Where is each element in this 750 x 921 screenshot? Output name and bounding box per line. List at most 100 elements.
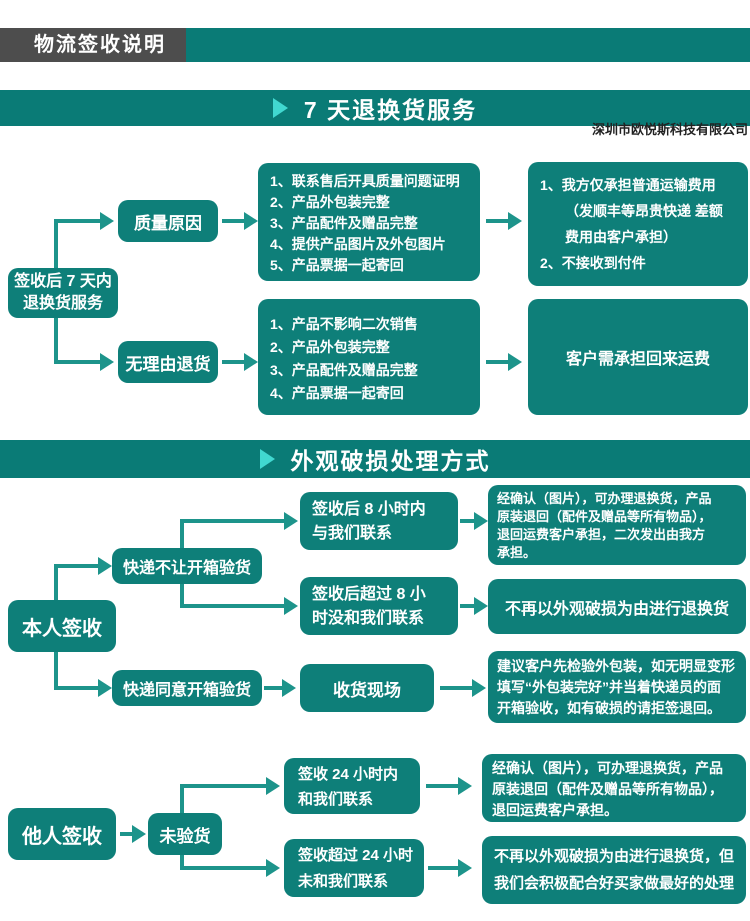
node-line: 未和我们联系 [298, 873, 389, 890]
quality-result-box: 1、我方仅承担普通运输费用 （发顺丰等昂贵快递 差额 费用由客户承担） 2、不接… [528, 162, 748, 286]
connector [54, 686, 98, 690]
arrow-right-icon [266, 859, 280, 877]
node-not-inspected: 未验货 [148, 813, 222, 855]
arrow-right-icon [282, 679, 296, 697]
connector [180, 519, 284, 523]
result-24h-box: 经确认（图片），可办理退换货，产品 原装退回（配件及赠品等所有物品）， 退回运费… [482, 754, 746, 822]
title-bar-accent [186, 28, 750, 62]
node-line: 签收后 8 小时内 [312, 501, 426, 518]
result-line: 费用由客户承担） [565, 229, 677, 245]
connector [180, 866, 266, 870]
node-7day-service: 签收后 7 天内 退换货服务 [8, 268, 118, 318]
arrow-right-icon [132, 825, 146, 843]
connector [264, 686, 282, 690]
node-contact-within-8h: 签收后 8 小时内 与我们联系 [300, 492, 458, 550]
node-contact-within-24h: 签收 24 小时内 和我们联系 [284, 758, 420, 814]
arrow-right-icon [508, 353, 522, 371]
section1-header: 7 天退换货服务 [0, 90, 750, 126]
result-line: 1、我方仅承担普通运输费用 [540, 177, 716, 193]
section2-header: 外观破损处理方式 [0, 440, 750, 478]
connector [54, 652, 58, 690]
no-reason-result-box: 客户需承担回来运费 [528, 299, 748, 415]
result-line: 承担。 [497, 545, 537, 560]
arrow-right-icon [472, 679, 486, 697]
connector [54, 219, 100, 223]
connector [180, 784, 266, 788]
connector [180, 855, 184, 870]
result-over-24h-box: 不再以外观破损为由进行退换货，但 我们会积极配合好买家做最好的处理 [482, 836, 746, 904]
result-line: 建议客户先检验外包装，如无明显变形 [497, 658, 735, 674]
node-over-8h-no-contact: 签收后超过 8 小 时没和我们联系 [300, 577, 458, 635]
connector [222, 360, 244, 364]
node-line: 与我们联系 [312, 525, 393, 542]
result-line: 我们会积极配合好买家做最好的处理 [494, 875, 735, 892]
result-over-8h-box: 不再以外观破损为由进行退换货 [488, 579, 746, 634]
connector [54, 360, 100, 364]
page-title: 物流签收说明 [0, 28, 186, 62]
no-reason-conditions-box: 1、产品不影响二次销售 2、产品外包装完整 3、产品配件及赠品完整 4、产品票据… [258, 299, 480, 415]
node-line: 签收 24 小时内 [298, 766, 399, 783]
arrow-right-icon [458, 777, 472, 795]
node-receiving-site: 收货现场 [300, 664, 434, 712]
result-line: 经确认（图片），可办理退换货，产品 [492, 760, 723, 776]
condition-line: 2、产品外包装完整 [270, 339, 390, 355]
node-line: 退换货服务 [22, 295, 103, 312]
connector [54, 219, 58, 268]
arrow-right-icon [244, 353, 258, 371]
connector [426, 784, 458, 788]
result-line: 经确认（图片），可办理退换货，产品 [497, 491, 712, 506]
node-other-sign: 他人签收 [8, 808, 116, 860]
play-icon [272, 98, 288, 118]
node-line: 签收后 7 天内 [14, 273, 112, 290]
condition-line: 1、产品不影响二次销售 [270, 316, 418, 332]
node-quality-reason: 质量原因 [118, 200, 218, 242]
condition-line: 4、产品票据一起寄回 [270, 385, 404, 401]
condition-line: 4、提供产品图片及外包图片 [270, 236, 446, 252]
connector [460, 604, 474, 608]
node-line: 时没和我们联系 [312, 610, 425, 627]
connector [180, 604, 284, 608]
node-courier-refuses-inspection: 快递不让开箱验货 [112, 548, 262, 584]
arrow-right-icon [474, 512, 488, 530]
result-line: （发顺丰等昂贵快递 差额 [565, 203, 723, 219]
result-line: 原装退回（配件及赠品等所有物品）， [497, 509, 712, 524]
result-line: 不再以外观破损为由进行退换货，但 [494, 848, 735, 865]
connector [54, 564, 98, 568]
result-line: 填写“外包装完好”并当着快递员的面 [497, 679, 721, 695]
result-line: 2、不接收到付件 [540, 255, 646, 271]
connector [120, 832, 132, 836]
condition-line: 5、产品票据一起寄回 [270, 257, 404, 273]
condition-line: 3、产品配件及赠品完整 [270, 362, 418, 378]
arrow-right-icon [100, 353, 114, 371]
connector [54, 316, 58, 364]
result-site-inspection-box: 建议客户先检验外包装，如无明显变形 填写“外包装完好”并当着快递员的面 开箱验收… [488, 651, 746, 723]
condition-line: 1、联系售后开具质量问题证明 [270, 173, 460, 189]
play-icon [259, 449, 275, 469]
section1-header-label: 7 天退换货服务 [303, 97, 478, 123]
arrow-right-icon [284, 597, 298, 615]
connector [486, 219, 508, 223]
connector [222, 219, 244, 223]
node-courier-allows-inspection: 快递同意开箱验货 [112, 670, 262, 706]
result-line: 退回运费客户承担。 [492, 802, 618, 818]
connector [180, 784, 184, 813]
arrow-right-icon [244, 212, 258, 230]
condition-line: 2、产品外包装完整 [270, 194, 390, 210]
connector [180, 519, 184, 548]
connector [440, 686, 472, 690]
connector [486, 360, 508, 364]
result-line: 开箱验收，如有破损的请拒签退回。 [497, 700, 721, 716]
node-line: 和我们联系 [298, 791, 374, 808]
connector [428, 866, 458, 870]
arrow-right-icon [458, 859, 472, 877]
arrow-right-icon [98, 557, 112, 575]
result-line: 退回运费客户承担，二次发出由我方 [497, 527, 706, 542]
node-no-reason-return: 无理由退货 [118, 341, 218, 383]
company-name: 深圳市欧悦斯科技有限公司 [591, 122, 748, 137]
arrow-right-icon [284, 512, 298, 530]
section2-header-label: 外观破损处理方式 [290, 448, 491, 474]
connector [460, 519, 474, 523]
condition-line: 3、产品配件及赠品完整 [270, 215, 418, 231]
node-line: 签收后超过 8 小 [312, 586, 426, 603]
